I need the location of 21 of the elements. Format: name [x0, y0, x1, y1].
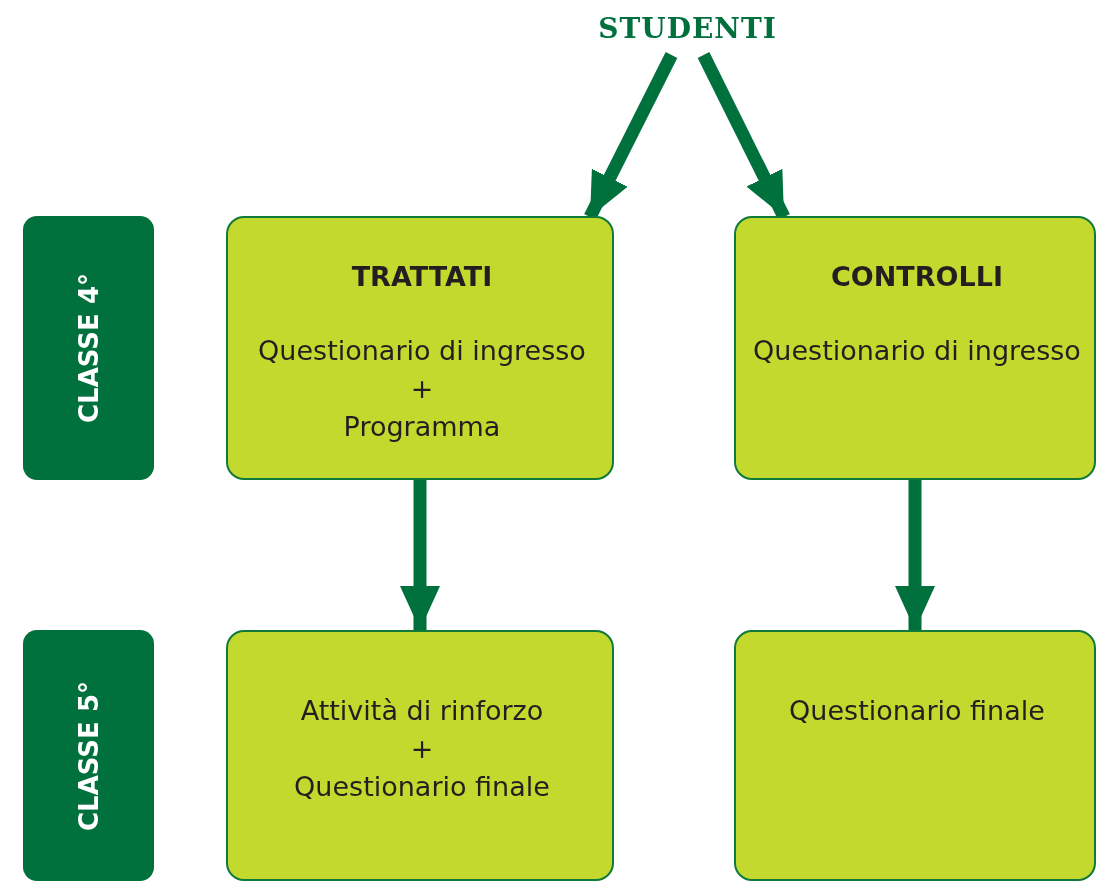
process-box — [226, 216, 614, 480]
row-label-band — [23, 630, 154, 881]
box-heading: TRATTATI — [351, 260, 493, 294]
row-label: CLASSE 5° — [73, 680, 104, 831]
box-heading: CONTROLLI — [831, 260, 1003, 294]
box-text: Questionario di ingresso — [258, 334, 586, 368]
box-text: Questionario di ingresso — [753, 334, 1081, 368]
process-box — [734, 216, 1096, 480]
box-text: Questionario finale — [789, 694, 1045, 728]
title-text: STUDENTI — [597, 12, 778, 45]
process-box — [734, 630, 1096, 881]
box-text: Programma — [343, 410, 501, 444]
row-label: CLASSE 4° — [73, 273, 104, 423]
row-label-band — [23, 216, 154, 480]
arrow — [895, 480, 935, 630]
arrow — [400, 480, 440, 630]
plus-sign: + — [410, 372, 434, 406]
box-text: Questionario finale — [294, 770, 550, 804]
plus-sign: + — [410, 732, 434, 766]
process-box — [226, 630, 614, 881]
box-text: Attività di rinforzo — [300, 694, 544, 728]
